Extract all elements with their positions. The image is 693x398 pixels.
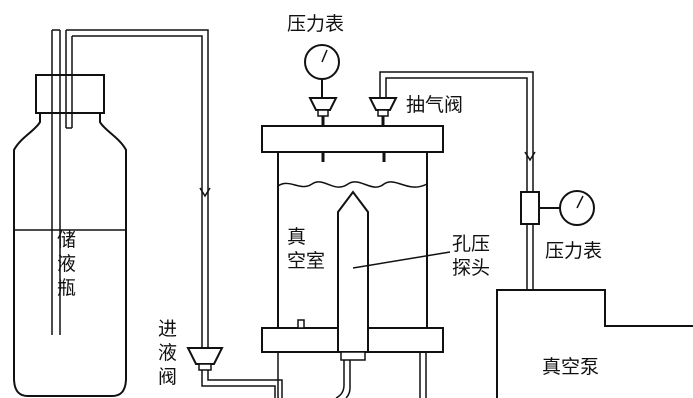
label-inlet-valve-3: 阀 — [158, 366, 177, 388]
exhaust-valve — [368, 97, 398, 126]
label-storage-bottle-2: 液 — [57, 253, 76, 275]
label-exhaust-valve: 抽气阀 — [406, 94, 463, 116]
vacuum-pump-body — [496, 289, 693, 398]
label-inlet-valve-1: 进 — [158, 318, 177, 340]
inlet-to-chamber-line — [201, 370, 283, 398]
label-pore-pressure-probe-1: 孔压 — [452, 233, 490, 255]
chamber-liquid-surface — [277, 181, 428, 188]
probe-leader-line — [352, 251, 451, 269]
top-pressure-gauge — [304, 44, 340, 126]
label-storage-bottle-3: 瓶 — [57, 277, 76, 299]
vacuum-line — [379, 71, 536, 290]
chamber-top-plate — [261, 125, 444, 153]
label-pressure-gauge-right: 压力表 — [545, 240, 602, 262]
right-pressure-gauge — [520, 190, 595, 226]
label-pressure-gauge-top: 压力表 — [287, 13, 344, 35]
flow-arrow-down-left — [199, 187, 211, 198]
label-storage-bottle-1: 储 — [57, 229, 76, 251]
label-vacuum-chamber-1: 真 — [287, 226, 306, 248]
inlet-valve — [186, 347, 224, 371]
pore-pressure-probe — [335, 190, 369, 398]
flow-arrow-down-right — [524, 151, 536, 162]
storage-bottle — [13, 29, 127, 397]
label-vacuum-chamber-2: 空室 — [287, 250, 325, 272]
gauge-needle — [576, 195, 584, 209]
feed-line — [66, 29, 211, 348]
bottle-stopper — [35, 74, 105, 114]
label-pore-pressure-probe-2: 探头 — [452, 257, 490, 279]
gauge-needle — [321, 49, 328, 63]
label-vacuum-pump: 真空泵 — [542, 356, 599, 378]
label-inlet-valve-2: 液 — [158, 342, 177, 364]
